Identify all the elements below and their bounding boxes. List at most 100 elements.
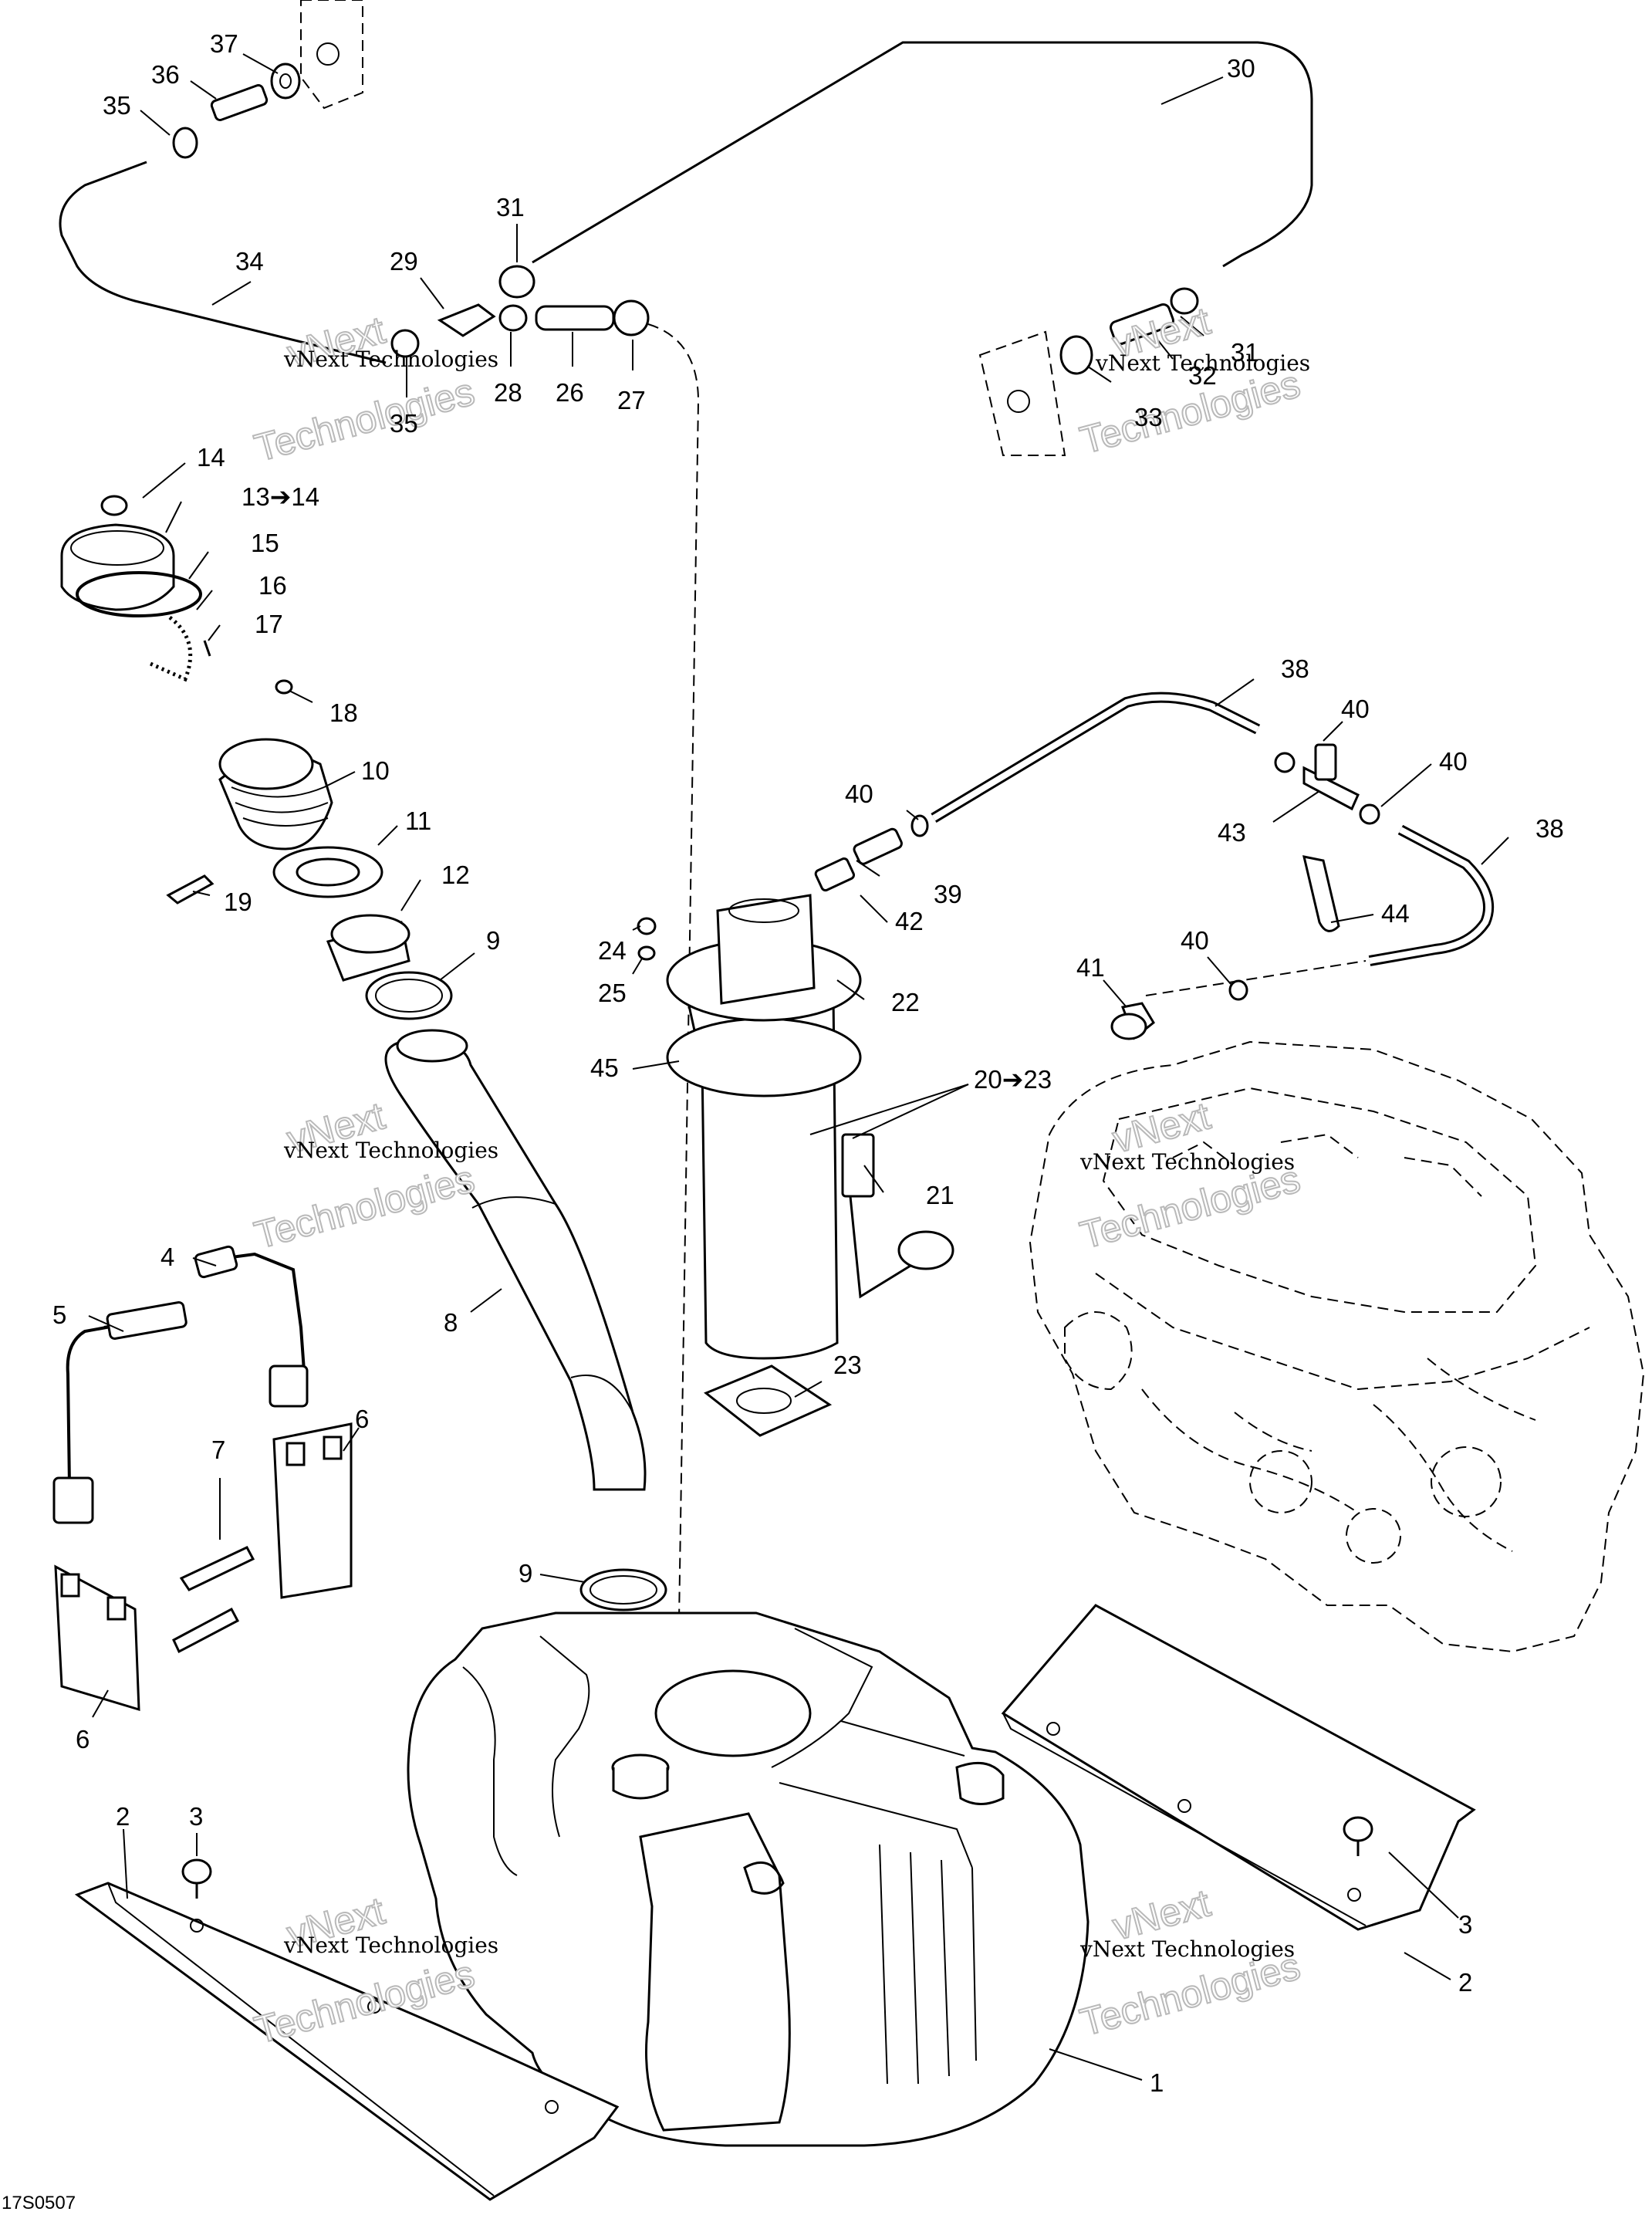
callout-37: 37 [210,29,238,58]
callout-18: 18 [329,698,358,727]
callout-21: 21 [926,1181,954,1209]
rivet-7 [179,1546,255,1591]
callout-31b: 31 [1231,338,1259,367]
vent-valve-32 [1110,303,1174,346]
callout-6b: 6 [76,1725,90,1753]
clamp-9-top [365,971,453,1020]
callout-32: 32 [1188,361,1217,390]
fuel-tank-1 [407,1611,1090,2147]
clamp-37 [270,63,301,100]
leader-lines [88,53,1509,2081]
float-arm-21 [841,1133,954,1299]
svg-text:vNext Technologies: vNext Technologies [1095,350,1310,376]
engine-outline [1029,1040,1645,1653]
callout-35: 35 [103,91,131,120]
clamp-35-top [172,127,198,159]
callout-16: 16 [258,571,287,600]
callout-20: 20➔23 [974,1065,1052,1094]
mounting-plate-right [978,330,1066,456]
screw-3-left [181,1858,212,1899]
callout-31: 31 [496,193,525,222]
callout-1: 1 [1150,2068,1164,2097]
callout-17: 17 [255,610,283,638]
callout-34: 34 [235,247,264,276]
vent-hose-30 [532,41,1313,268]
callout-23: 23 [833,1351,862,1379]
callout-12: 12 [441,861,470,889]
watermark-bottom-right: vNext Technologies vNext Technologies [1075,1880,1305,2044]
cap-chain-16 [149,616,193,682]
callout-labels: 37 36 35 30 31 34 29 28 26 27 35 31 32 3… [52,29,1564,2097]
washer-18 [275,679,293,695]
callout-26: 26 [556,378,584,407]
mounting-plate-top-left [300,0,363,110]
filler-neck-10 [218,738,333,850]
callout-15: 15 [251,529,279,557]
callout-4: 4 [160,1243,174,1271]
callout-25: 25 [598,979,627,1007]
clamp-27 [613,299,650,336]
vent-valve-36 [210,84,269,121]
callout-10: 10 [361,756,390,785]
cap-insert-14 [100,495,128,516]
callout-40: 40 [845,779,873,808]
callout-6: 6 [355,1405,369,1433]
line-route-dash [1145,960,1367,996]
watermark-mid-right: vNext Technologies vNext Technologies [1075,1093,1305,1257]
bracket-6-upper [272,1422,353,1599]
heat-shield-2-left [74,1882,620,2201]
clamp-28 [498,304,528,332]
callout-39: 39 [934,880,962,908]
callout-3b: 3 [1458,1910,1472,1939]
cable-tie-44 [1302,855,1340,932]
clamp-40-c [1359,803,1380,825]
clamp-40-a [910,814,929,837]
callout-40d: 40 [1181,926,1209,955]
callout-24: 24 [598,936,627,965]
callout-5: 5 [52,1300,66,1329]
screw-3-right [1343,1816,1373,1856]
callout-2: 2 [116,1802,130,1831]
callout-22: 22 [891,988,920,1016]
callout-9: 9 [486,926,500,955]
callout-43: 43 [1218,818,1246,847]
callout-19: 19 [224,888,252,916]
gasket-11 [272,846,383,898]
callout-9b: 9 [519,1559,532,1588]
clamp-40-d [1228,979,1248,1001]
callout-41: 41 [1076,953,1105,982]
fuel-line-38-upper [931,692,1261,823]
callout-35b: 35 [390,409,418,438]
callout-30: 30 [1227,54,1255,83]
strap-4 [194,1245,309,1408]
t-fitting-43 [1302,743,1360,811]
callout-28: 28 [494,378,522,407]
nut-24 [637,917,657,935]
callout-38: 38 [1281,654,1309,683]
callout-36: 36 [151,60,180,89]
callout-11: 11 [405,807,431,835]
callout-42: 42 [895,907,924,935]
fuel-line-38-lower [1368,824,1495,966]
clamp-31-top [498,265,535,299]
svg-text:Technologies: Technologies [250,370,478,470]
strap-5 [52,1300,187,1524]
callout-8: 8 [444,1308,458,1337]
svg-text:vNext Technologies: vNext Technologies [283,347,498,372]
diagram-code: 17S0507 [2,2193,76,2213]
svg-text:Technologies: Technologies [250,1157,478,1257]
callout-13: 13➔14 [242,482,319,511]
svg-text:vNext Technologies: vNext Technologies [1079,1149,1295,1175]
bracket-6-lower [54,1564,140,1712]
y-fitting-29 [437,303,496,337]
fitting-41 [1110,1002,1155,1040]
vent-hose-34 [59,161,387,364]
nut-12 [326,914,410,982]
svg-text:vNext Technologies: vNext Technologies [1079,1936,1295,1962]
heat-shield-2-right [1001,1604,1476,1931]
callout-29: 29 [390,247,418,276]
callout-33: 33 [1134,403,1163,431]
callout-27: 27 [617,386,646,414]
callout-14: 14 [197,443,225,472]
